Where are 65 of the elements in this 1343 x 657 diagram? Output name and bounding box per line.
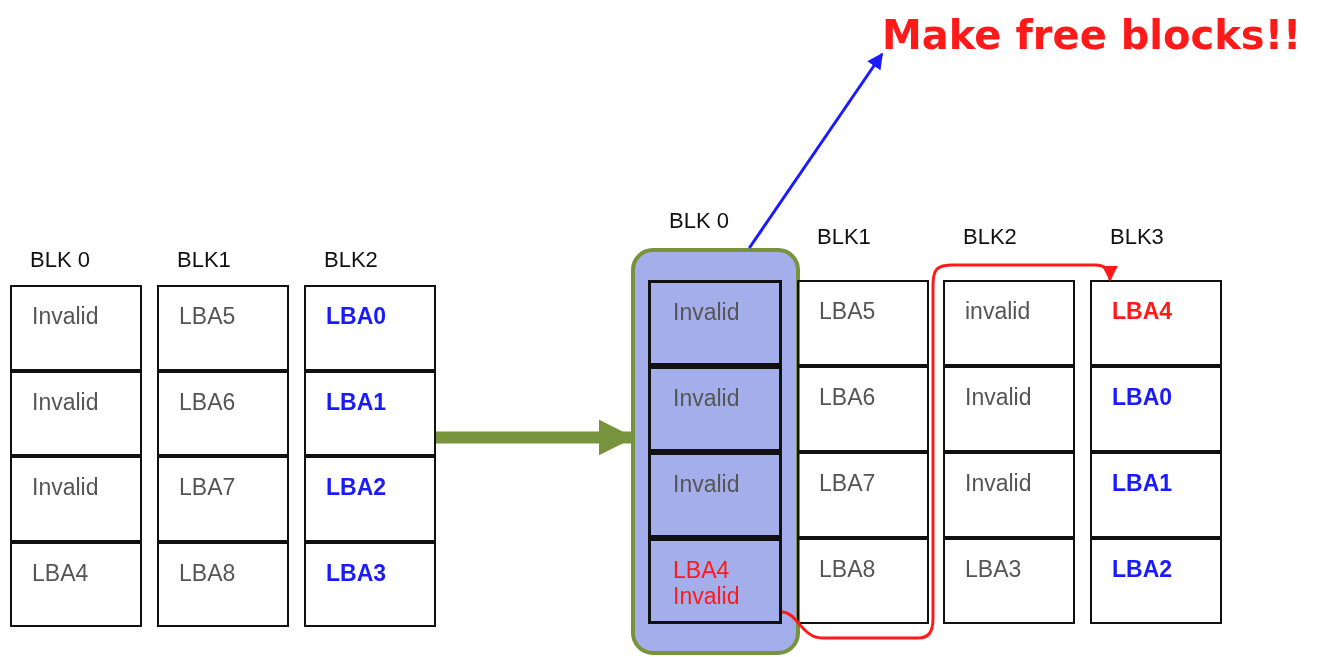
page-cell [10, 541, 142, 627]
cell-text: LBA8 [819, 556, 876, 582]
cell-text: LBA4 [1112, 298, 1173, 324]
page-cell [648, 538, 782, 624]
cell-text: LBA7 [819, 470, 876, 496]
cell-text: LBA6 [179, 388, 236, 415]
block-label: BLK2 [324, 246, 378, 273]
page-cell [157, 541, 289, 627]
cell-text: Invalid [965, 470, 1032, 496]
page-cell [648, 452, 782, 538]
block-label: BLK3 [1110, 224, 1164, 250]
cell-text: Invalid [32, 303, 99, 329]
block-label: BLK2 [963, 224, 1017, 250]
page-cell [157, 456, 289, 542]
page-cell [304, 285, 436, 371]
cell-text: Invalid [32, 388, 99, 415]
page-cell [648, 280, 782, 366]
page-cell [797, 280, 929, 366]
cell-text: invalid [965, 298, 1031, 324]
page-cell [1090, 452, 1222, 538]
cell-text: LBA8 [179, 559, 236, 586]
arrow [748, 52, 884, 249]
page-cell [304, 456, 436, 542]
cell-text: LBA7 [179, 474, 236, 500]
block-label: BLK1 [177, 246, 231, 273]
cell-text: LBA5 [819, 298, 876, 324]
page-cell [10, 285, 142, 371]
cell-text: LBA1 [1112, 470, 1173, 496]
cell-text: Invalid [673, 299, 740, 325]
block-label: BLK1 [817, 224, 871, 250]
cell-text: LBA1 [326, 388, 387, 415]
page-cell [648, 366, 782, 452]
cell-text: LBA2 [326, 474, 387, 500]
page-cell [943, 452, 1075, 538]
cell-text: LBA4 [32, 559, 89, 586]
page-cell [943, 366, 1075, 452]
cell-text: LBA5 [179, 303, 236, 329]
page-cell [797, 366, 929, 452]
page-cell [157, 285, 289, 371]
cell-text: Invalid [673, 385, 740, 411]
cell-text: LBA0 [1112, 384, 1173, 410]
page-cell [304, 370, 436, 456]
cell-text: LBA0 [326, 303, 387, 329]
cell-text: LBA6 [819, 384, 876, 410]
callout-text: Make free blocks!! [882, 10, 1332, 60]
page-cell [1090, 366, 1222, 452]
page-cell [157, 370, 289, 456]
cell-text: LBA4 Invalid [673, 557, 741, 609]
page-cell [10, 456, 142, 542]
block-label: BLK 0 [669, 208, 729, 234]
page-cell [1090, 280, 1222, 366]
page-cell [1090, 538, 1222, 624]
cell-text: LBA2 [1112, 556, 1173, 582]
cell-text: Invalid [965, 384, 1032, 410]
page-cell [797, 452, 929, 538]
page-cell [10, 370, 142, 456]
page-cell [943, 280, 1075, 366]
page-cell [304, 541, 436, 627]
cell-text: Invalid [673, 471, 740, 497]
page-cell [797, 538, 929, 624]
cell-text: LBA3 [326, 559, 387, 586]
cell-text: Invalid [32, 474, 99, 500]
cell-text: LBA3 [965, 556, 1022, 582]
block-label: BLK 0 [30, 246, 90, 273]
page-cell [943, 538, 1075, 624]
